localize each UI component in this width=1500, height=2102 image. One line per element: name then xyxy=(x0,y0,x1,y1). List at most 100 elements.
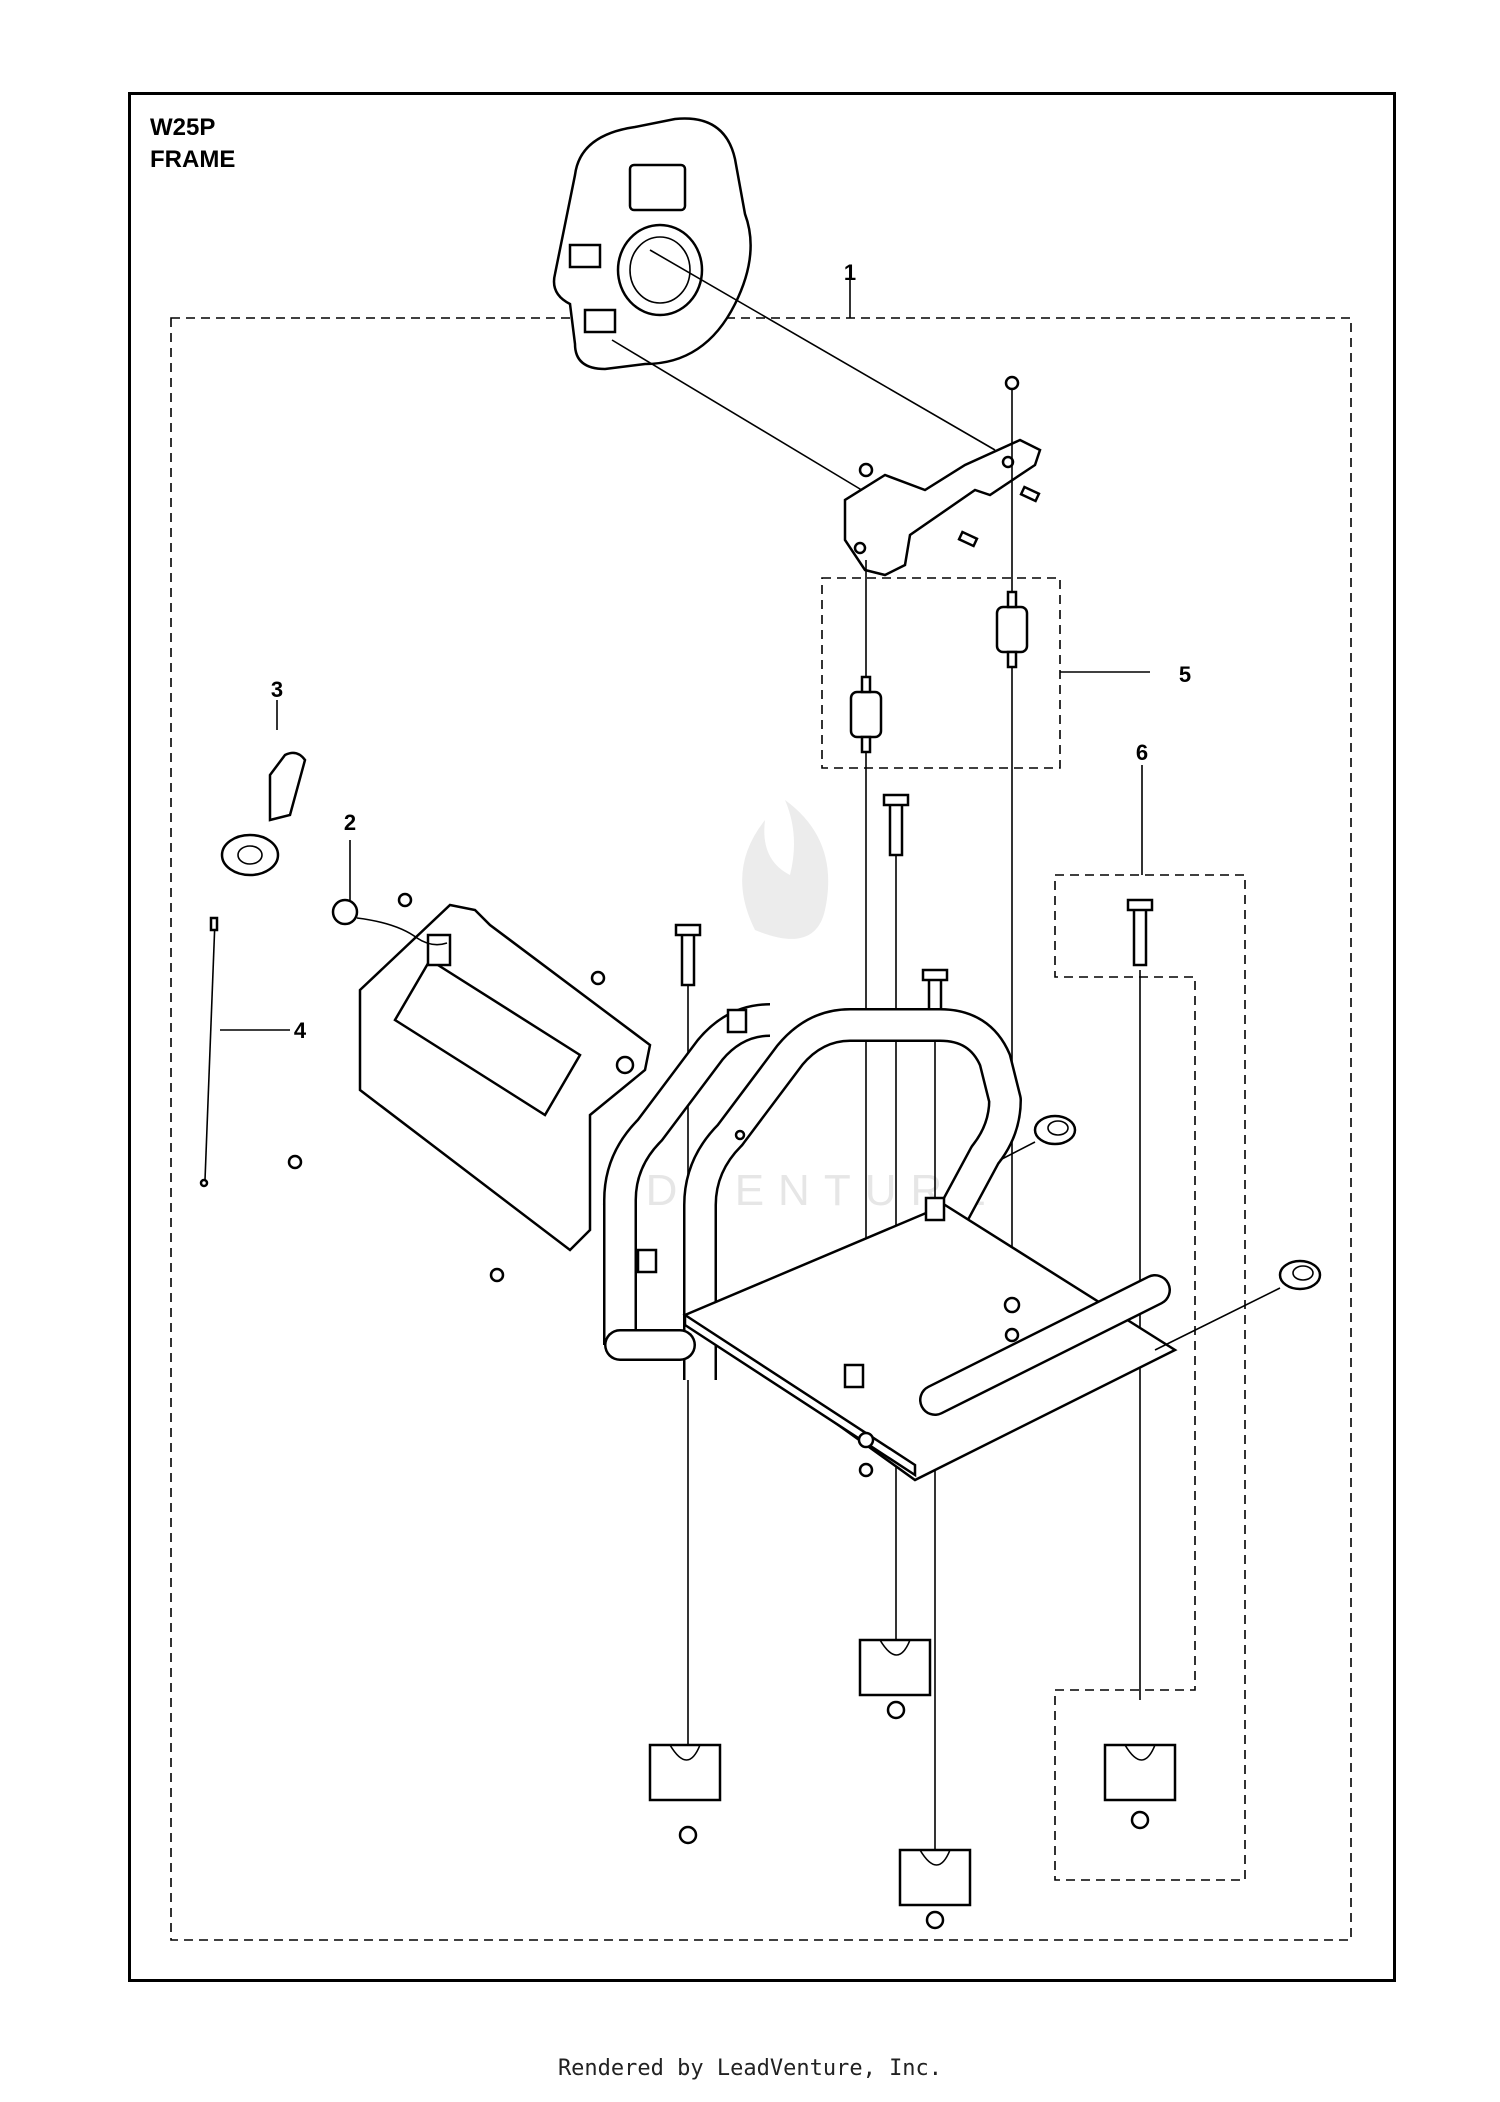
bolt-rear-left xyxy=(680,928,696,987)
mount-stud-bottom xyxy=(860,735,872,754)
grommet-lower xyxy=(1278,1259,1322,1291)
foot-nut xyxy=(1130,1810,1150,1830)
washer-right xyxy=(1003,1296,1021,1314)
vibration-mount-right xyxy=(995,590,1029,669)
foot-body xyxy=(648,1743,722,1802)
under-frame-hardware xyxy=(857,1296,1021,1478)
grommet-lower-leader xyxy=(1154,1287,1281,1351)
bracket-plate xyxy=(843,438,1042,577)
assembly-5-boundary xyxy=(821,577,1061,769)
assembly-6-boundary xyxy=(1054,874,1246,1881)
callout-5: 5 xyxy=(1179,662,1191,687)
bolt-center-head xyxy=(882,793,910,807)
shroud-latch xyxy=(568,243,602,269)
mount-body xyxy=(995,605,1029,654)
mounting-bracket xyxy=(843,438,1042,577)
cable-end-bottom xyxy=(199,1178,209,1188)
bolt-center xyxy=(888,798,904,857)
shroud-leader-b xyxy=(611,339,871,496)
grommet-hole xyxy=(1292,1265,1314,1281)
foot-body xyxy=(858,1638,932,1697)
switch-lever xyxy=(268,751,307,822)
grommet-upper xyxy=(1033,1114,1077,1146)
shroud-leader-a xyxy=(649,249,996,451)
bracket-bolt-b xyxy=(1019,485,1041,503)
rubber-foot-right xyxy=(1103,1743,1177,1830)
foot-saddle xyxy=(669,1744,701,1761)
base-plate-edge xyxy=(683,1312,917,1478)
diagram-border xyxy=(128,92,1396,1982)
indicator-wire xyxy=(356,917,448,946)
nut-left xyxy=(858,1462,874,1478)
bolt-assembly-6-head xyxy=(1126,898,1154,912)
frame-tab-a xyxy=(726,1008,748,1034)
callout-1: 1 xyxy=(844,260,856,285)
grommet-hole xyxy=(1047,1120,1069,1136)
watermark-text: LEADVENTURE xyxy=(520,1166,999,1215)
shroud-foot xyxy=(583,308,617,334)
watermark: LEADVENTURE xyxy=(520,800,999,1215)
screw-b xyxy=(590,970,606,986)
screw-d xyxy=(489,1267,505,1283)
tubular-frame xyxy=(603,1003,1178,1482)
control-switch xyxy=(220,751,307,877)
mount-stud-top xyxy=(860,675,872,694)
watermark-flame-icon xyxy=(742,800,829,939)
callout-2: 2 xyxy=(344,810,356,835)
section-title: FRAME xyxy=(150,146,236,173)
cross-bar-fill xyxy=(921,1276,1169,1414)
screw-e xyxy=(734,1129,746,1141)
grommet-body xyxy=(1278,1259,1322,1291)
frame-tab-d xyxy=(924,1196,946,1222)
panel-hole xyxy=(615,1055,635,1075)
foot-body xyxy=(898,1848,972,1907)
shroud-window xyxy=(628,163,687,212)
callout-4: 4 xyxy=(294,1018,307,1043)
frame-tab-c xyxy=(843,1363,865,1389)
foot-saddle xyxy=(919,1849,951,1866)
top-nut-right xyxy=(1004,375,1020,391)
washer-left xyxy=(857,1431,875,1449)
foot-nut xyxy=(678,1825,698,1845)
bolts xyxy=(674,793,1154,1027)
rubber-foot-center xyxy=(858,1638,932,1720)
rubber-foot-front xyxy=(898,1848,972,1930)
bracket-hole-left xyxy=(853,541,867,555)
bolt-front-head xyxy=(921,968,949,982)
foot-body xyxy=(1103,1743,1177,1802)
screw-a xyxy=(397,892,413,908)
nut-right xyxy=(1004,1327,1020,1343)
foot-nut xyxy=(925,1910,945,1930)
grommet-upper-leader xyxy=(999,1141,1036,1161)
callout-3: 3 xyxy=(271,677,283,702)
shroud-opening-inner xyxy=(629,236,691,304)
cable-wire xyxy=(204,919,216,1181)
top-nut-left xyxy=(858,462,874,478)
model-title: W25P xyxy=(150,114,216,141)
bolt-assembly-6 xyxy=(1132,903,1148,967)
footer-credit: Rendered by LeadVenture, Inc. xyxy=(557,2056,943,2081)
assembly-1-boundary xyxy=(170,317,1352,1941)
foot-saddle xyxy=(1124,1744,1156,1761)
switch-knob xyxy=(237,845,263,865)
panel-clip xyxy=(426,933,452,967)
vibration-mount-left xyxy=(849,675,883,754)
foot-saddle xyxy=(879,1639,911,1656)
title-block: W25P FRAME xyxy=(150,112,235,176)
callout-6: 6 xyxy=(1136,740,1148,765)
control-cable xyxy=(199,916,219,1188)
base-plate xyxy=(682,1203,1178,1482)
indicator-light-icon xyxy=(331,898,359,926)
cable-end-top xyxy=(209,916,219,932)
bolt-rear-left-head xyxy=(674,923,702,937)
panel-window xyxy=(393,958,582,1117)
switch-body xyxy=(220,833,280,877)
grommet-body xyxy=(1033,1114,1077,1146)
mount-stud-bottom xyxy=(1006,650,1018,669)
mount-stud-top xyxy=(1006,590,1018,609)
rubber-foot-rear-left xyxy=(648,1743,722,1845)
frame-tab-b xyxy=(636,1248,658,1274)
control-panel xyxy=(331,898,652,1252)
foot-nut xyxy=(886,1700,906,1720)
